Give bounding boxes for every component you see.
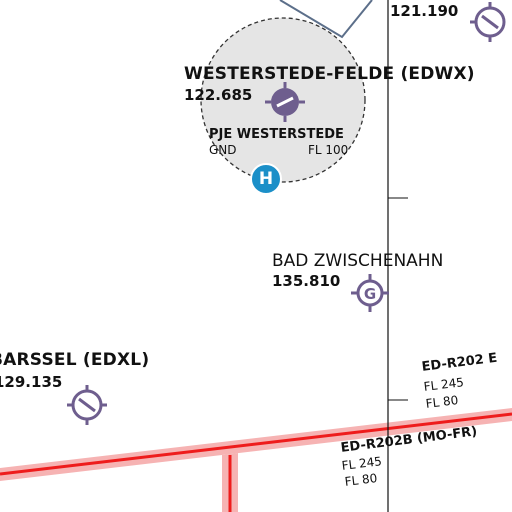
airport-symbol-top-right [470, 2, 506, 42]
airport-name-barssel: BARSSEL (EDXL) [0, 350, 150, 370]
heliport-icon: H [250, 163, 282, 195]
parachute-zone-lower: GND [209, 143, 237, 157]
frequency-top: 121.190 [390, 2, 459, 20]
parachute-zone-label: PJE WESTERSTEDE [209, 127, 344, 142]
restricted-area-boundary [0, 412, 512, 476]
airport-symbol-barssel [67, 385, 107, 425]
restricted-area-lower-e: FL 80 [424, 393, 460, 411]
airport-frequency-barssel: 129.135 [0, 373, 63, 391]
vor-name: BAD ZWISCHENAHN [272, 251, 444, 271]
airport-frequency-westerstede: 122.685 [184, 86, 253, 104]
vor-symbol-bad-zwischenahn: G [351, 274, 389, 312]
vor-symbol-letter: G [364, 285, 376, 303]
airport-symbol-westerstede [265, 82, 305, 122]
vor-frequency: 135.810 [272, 272, 341, 290]
restricted-area-lower-b: FL 80 [343, 471, 379, 489]
airspace-boundary [279, 0, 373, 39]
airport-name-westerstede: WESTERSTEDE-FELDE (EDWX) [184, 64, 475, 84]
parachute-zone-upper: FL 100 [308, 143, 349, 157]
